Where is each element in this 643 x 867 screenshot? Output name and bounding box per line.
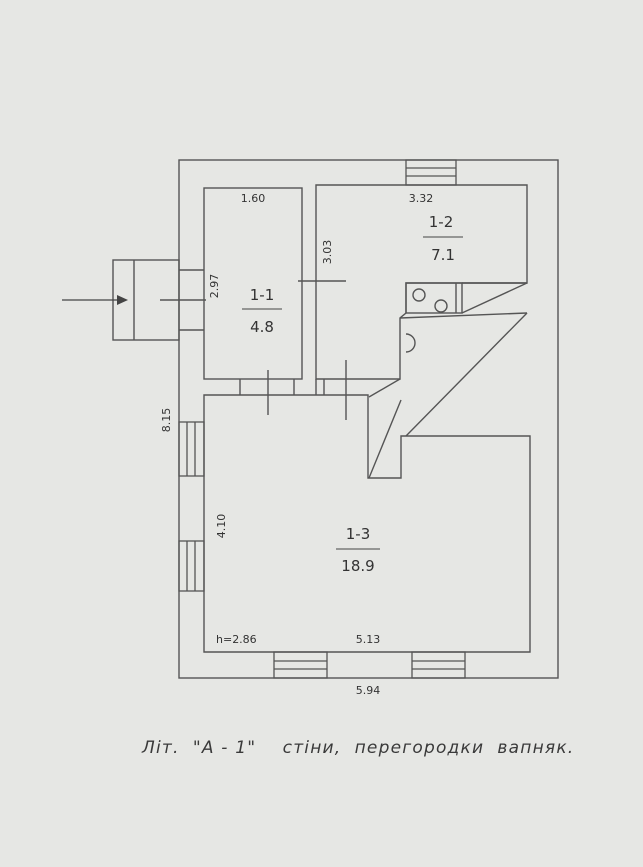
dim-1-1-width: 1.60 <box>241 192 266 205</box>
dim-1-1-height: 2.97 <box>208 274 221 299</box>
ceiling-height: h=2.86 <box>216 633 257 646</box>
window-bottom-right <box>411 651 466 679</box>
room-1-3-outline <box>203 394 531 653</box>
dim-overall-width: 5.94 <box>356 684 381 697</box>
dim-overall-height: 8.15 <box>160 408 173 433</box>
window-bottom-left <box>273 651 328 679</box>
outer-wall <box>178 159 559 679</box>
dim-1-3-height: 4.10 <box>215 514 228 539</box>
window-left-lower <box>178 540 205 592</box>
entrance-arrow <box>62 295 128 305</box>
room-1-2-area: 7.1 <box>431 246 455 264</box>
room-1-3-label: 1-3 <box>346 525 371 543</box>
room-1-1-outline <box>203 187 303 380</box>
dim-1-3-width: 5.13 <box>356 633 381 646</box>
room-1-2-label: 1-2 <box>429 213 454 231</box>
dim-1-2-height: 3.03 <box>321 240 334 265</box>
window-top <box>405 159 457 186</box>
dim-1-2-width: 3.32 <box>409 192 434 205</box>
plan-caption: Літ. "А - 1" стіни, перегородки вапняк. <box>142 738 575 758</box>
window-left-upper <box>178 421 205 477</box>
room-1-1-area: 4.8 <box>250 318 274 336</box>
stove <box>368 282 528 479</box>
room-1-1-label: 1-1 <box>250 286 275 304</box>
room-1-3-area: 18.9 <box>341 557 374 575</box>
room-1-2-outline <box>315 184 528 380</box>
